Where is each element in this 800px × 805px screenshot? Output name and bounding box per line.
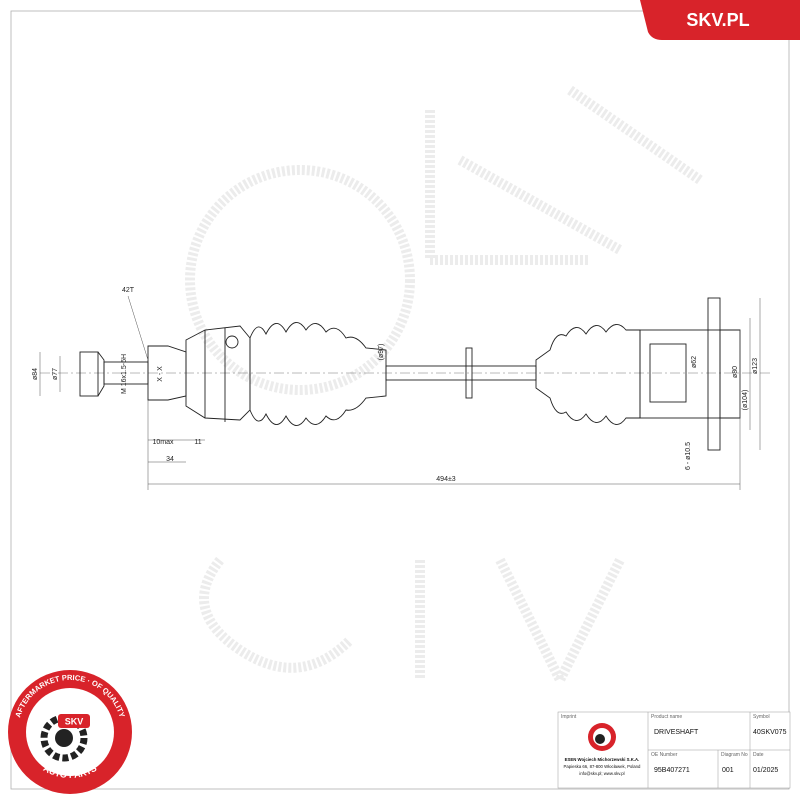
product-name-label: Product name [651,714,682,720]
date-label: Date [753,752,764,758]
dimension-lines [39,295,761,490]
title-block: Imprint ESEN Wojciech Michorzewski S.K.A… [557,711,791,789]
thread-label: M 16x1.5-6H [121,354,128,394]
date-value: 01/2025 [753,767,778,774]
brand-name: SKV.PL [686,10,749,30]
sheet-border [10,10,790,790]
len-11-label: 11 [194,439,201,446]
total-length-label: 494±3 [436,476,456,483]
company-line-1: ESEN Wojciech Michorzewski S.K.A. [565,757,640,762]
section-mark-label: X - X [157,366,164,382]
symbol-value: 40SKV075 [753,729,787,736]
diagram-no-label: Diagram No [721,752,748,758]
company-line-3: info@skv.pl; www.skv.pl [579,771,624,776]
stamp-center-text: SKV [65,717,84,727]
brand-badge: SKV.PL [640,0,800,40]
product-name: DRIVESHAFT [654,729,699,736]
quality-stamp: AFTERMARKET PRICE · OF QUALITY AUTO PART… [8,670,132,794]
dia-77-label: ø77 [52,368,59,380]
oe-number-label: OE Number [651,752,678,758]
dia-84-label: ø84 [32,368,39,380]
dia-104-label: (ø104) [742,390,749,411]
watermark-logo [185,85,703,692]
spline-count-label: 42T [122,287,135,294]
dia-80-label: ø80 [732,366,739,378]
diagram-no-value: 001 [722,767,734,774]
holes-label: 6 - ø10.5 [685,442,692,470]
oe-number-value: 95B407271 [654,767,690,774]
len-34-label: 34 [166,456,174,463]
logo-label: Imprint [561,714,577,720]
dia-62-label: ø62 [691,356,698,368]
symbol-label: Symbol [753,714,770,720]
dia-123-label: ø123 [752,358,759,374]
dia-97-label: (ø97) [378,344,385,361]
company-line-2: Papieska 66, 87-800 Włocławek, Poland [564,764,642,769]
company-logo-icon [588,723,616,751]
len-10max-label: 10max [152,439,174,446]
